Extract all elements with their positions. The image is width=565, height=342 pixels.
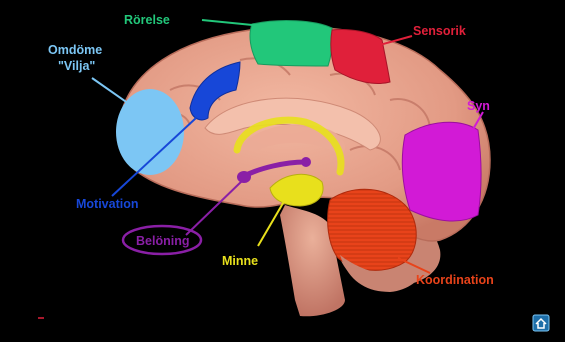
label-motivation: Motivation — [76, 197, 139, 211]
label-vilja: "Vilja" — [58, 59, 95, 73]
region-beloning-node-left — [237, 171, 251, 183]
label-beloning: Belöning — [136, 234, 189, 248]
label-koordination: Koordination — [416, 273, 494, 287]
label-syn: Syn — [467, 99, 490, 113]
region-beloning-node-right — [301, 157, 311, 167]
region-rorelse — [250, 21, 333, 66]
label-rorelse: Rörelse — [124, 13, 170, 27]
label-minne: Minne — [222, 254, 258, 268]
label-sensorik: Sensorik — [413, 24, 466, 38]
label-omdome: Omdöme — [48, 43, 102, 57]
home-icon[interactable] — [533, 315, 549, 331]
